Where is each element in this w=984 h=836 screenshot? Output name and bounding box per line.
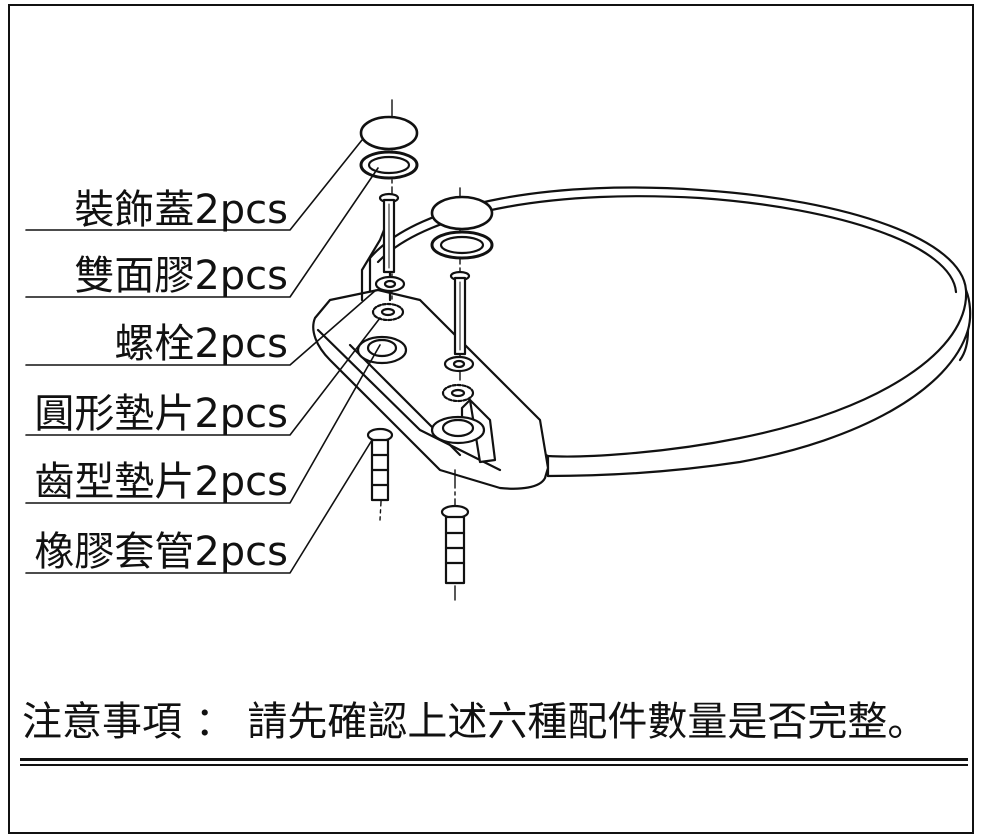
notice-text: 注意事項 ： 請先確認上述六種配件數量是否完整。 <box>22 699 928 745</box>
part-label-tape: 雙面膠2pcs <box>74 253 288 299</box>
double-rule-bottom <box>20 764 968 766</box>
part-label-bolt: 螺栓2pcs <box>114 321 288 367</box>
double-rule-top <box>20 758 968 761</box>
part-label-round-washer: 圓形墊片2pcs <box>34 391 288 437</box>
leader-lines <box>25 139 381 574</box>
part-label-toothed-washer: 齒型墊片2pcs <box>34 459 288 505</box>
part-label-rubber-sleeve: 橡膠套管2pcs <box>34 529 288 575</box>
hinge-base <box>312 228 550 490</box>
left-fastener-stack <box>359 99 419 521</box>
border-frame <box>8 4 974 834</box>
right-fastener-stack <box>430 187 494 601</box>
part-label-cap: 裝飾蓋2pcs <box>74 187 288 233</box>
